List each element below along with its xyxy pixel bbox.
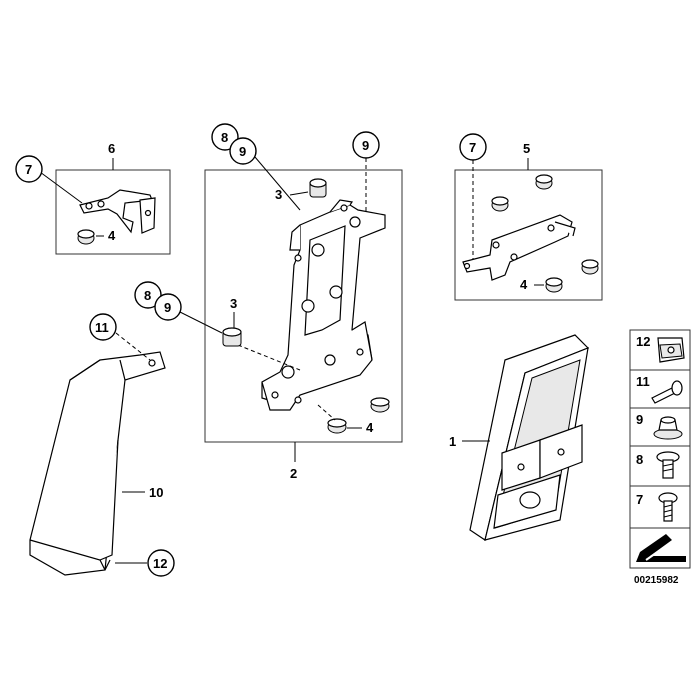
callout-8-mid: [134, 281, 162, 309]
callout-8-top: [211, 123, 239, 151]
callout-8-mid-text: 8: [144, 288, 151, 303]
callout-7-left: [15, 155, 43, 183]
callout-9-top: [229, 137, 257, 165]
callout-11-text: 11: [95, 320, 109, 335]
label-4-right: 4: [520, 277, 528, 292]
grommet-5-c: [581, 259, 599, 275]
legend-num-11: 11: [636, 374, 650, 389]
group-2-frame: [204, 169, 403, 443]
callout-12-text: 12: [153, 556, 167, 571]
label-5: 5: [523, 141, 530, 156]
main-bracket-2: [261, 199, 386, 411]
callout-8-top-text: 8: [221, 130, 228, 145]
bushing-3-mid: [222, 327, 242, 347]
label-10: 10: [149, 485, 163, 500]
legend-cell-arrow: [629, 527, 691, 569]
control-unit-part-1: [469, 334, 590, 541]
bracket-part-5: [462, 214, 576, 281]
callout-7-left-text: 7: [25, 162, 32, 177]
grommet-5-b: [535, 174, 553, 190]
label-1: 1: [449, 434, 456, 449]
rivet-icon: [651, 380, 683, 404]
bushing-3-top: [309, 178, 327, 198]
callout-7-right-text: 7: [469, 140, 476, 155]
cover-part-10: [29, 351, 166, 576]
label-3-top: 3: [275, 187, 282, 202]
label-3-mid: 3: [230, 296, 237, 311]
legend-num-8: 8: [636, 452, 643, 467]
arrow-icon: [636, 534, 686, 562]
bolt-icon: [658, 492, 678, 522]
diagram-id: 00215982: [634, 575, 679, 586]
callout-9-right-text: 9: [362, 138, 369, 153]
legend-num-7: 7: [636, 492, 643, 507]
grommet-4-mid-b: [327, 418, 347, 434]
callout-12: [147, 549, 175, 577]
grommet-4-right: [545, 277, 563, 293]
label-2: 2: [290, 466, 297, 481]
label-4-left: 4: [108, 228, 116, 243]
grommet-4-mid-a: [370, 397, 390, 413]
callout-9-top-text: 9: [239, 144, 246, 159]
label-4-mid: 4: [366, 420, 374, 435]
fastener-legend: 12 11 9 8 7: [629, 329, 691, 569]
hex-nut-icon: [653, 416, 683, 440]
callout-9-mid-text: 9: [164, 300, 171, 315]
screw-icon: [656, 451, 680, 479]
legend-num-12: 12: [636, 334, 650, 349]
callout-9-mid: [154, 293, 182, 321]
callout-11: [89, 313, 117, 341]
label-6: 6: [108, 141, 115, 156]
clip-nut-icon: [657, 337, 685, 363]
grommet-5-a: [491, 196, 509, 212]
legend-num-9: 9: [636, 412, 643, 427]
grommet-4-left: [77, 229, 95, 245]
bracket-part-6: [79, 189, 156, 234]
